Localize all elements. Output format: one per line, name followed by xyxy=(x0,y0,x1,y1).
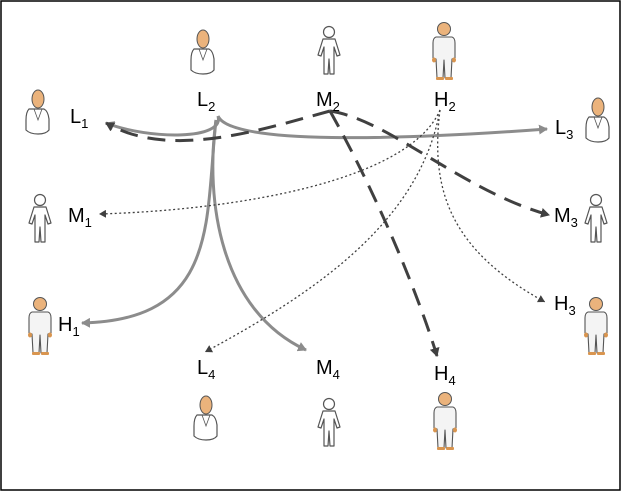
node-label-h1: H1 xyxy=(58,314,80,339)
node-label-m3: M3 xyxy=(554,205,578,230)
node-label-m2: M2 xyxy=(316,89,340,114)
edge-h2-to-l4 xyxy=(204,109,441,353)
person-outline-icon xyxy=(317,397,341,447)
node-label-h3: H3 xyxy=(554,293,576,318)
edge-h2-to-h3 xyxy=(437,109,546,303)
person-outline-icon xyxy=(584,193,608,243)
edge-m2-to-h4 xyxy=(328,110,440,357)
edge-m2-to-l1 xyxy=(105,109,331,142)
person-outline-icon xyxy=(317,25,341,75)
node-label-h2: H2 xyxy=(434,89,456,114)
edge-h2-to-m1 xyxy=(98,109,441,218)
edges-layer xyxy=(81,109,550,357)
node-label-l2: L2 xyxy=(197,89,215,114)
person-bust-icon xyxy=(190,29,215,75)
person-standing-icon xyxy=(28,297,52,355)
node-label-l1: L1 xyxy=(70,106,88,131)
node-label-m1: M1 xyxy=(68,205,92,230)
node-label-h4: H4 xyxy=(434,363,456,388)
person-standing-icon xyxy=(432,22,456,80)
icons-layer xyxy=(25,22,610,450)
node-label-m4: M4 xyxy=(316,357,340,382)
person-bust-icon xyxy=(193,395,218,441)
person-standing-icon xyxy=(584,297,608,355)
person-bust-icon xyxy=(585,97,610,143)
edge-l2-to-l3 xyxy=(216,115,548,140)
node-label-l3: L3 xyxy=(555,117,573,142)
person-standing-icon xyxy=(433,392,457,450)
person-bust-icon xyxy=(25,89,50,135)
edge-m2-to-m3 xyxy=(329,109,550,218)
node-label-l4: L4 xyxy=(197,357,215,382)
edge-l2-to-m4 xyxy=(211,119,307,352)
person-outline-icon xyxy=(28,193,52,243)
